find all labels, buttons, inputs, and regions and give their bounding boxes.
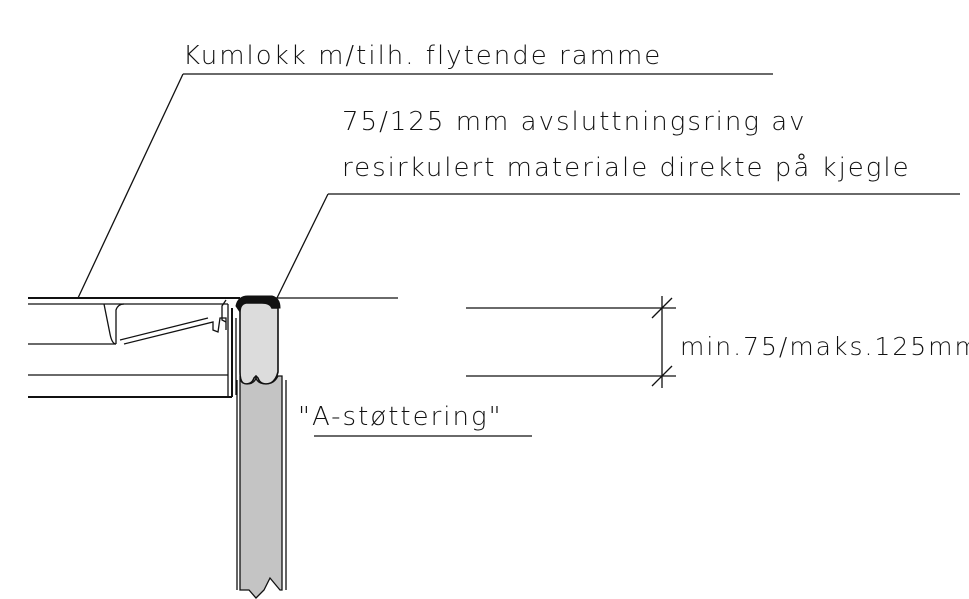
adjustment-ring <box>235 295 281 385</box>
manhole-cover <box>28 297 240 398</box>
ring-label-line2: resirkulert materiale direkte på kjegle <box>342 152 911 183</box>
dimension-label: min.75/maks.125mm <box>680 332 969 361</box>
ring-label-line1: 75/125 mm avsluttningsring av <box>342 107 807 137</box>
support-ring-wall <box>236 375 287 599</box>
dimension-marker <box>466 296 676 388</box>
support-ring-label: "A-støttering" <box>298 402 503 432</box>
ring-leader <box>275 193 960 301</box>
cover-label: Kumlokk m/tilh. flytende ramme <box>183 41 662 71</box>
cover-leader <box>77 73 773 299</box>
